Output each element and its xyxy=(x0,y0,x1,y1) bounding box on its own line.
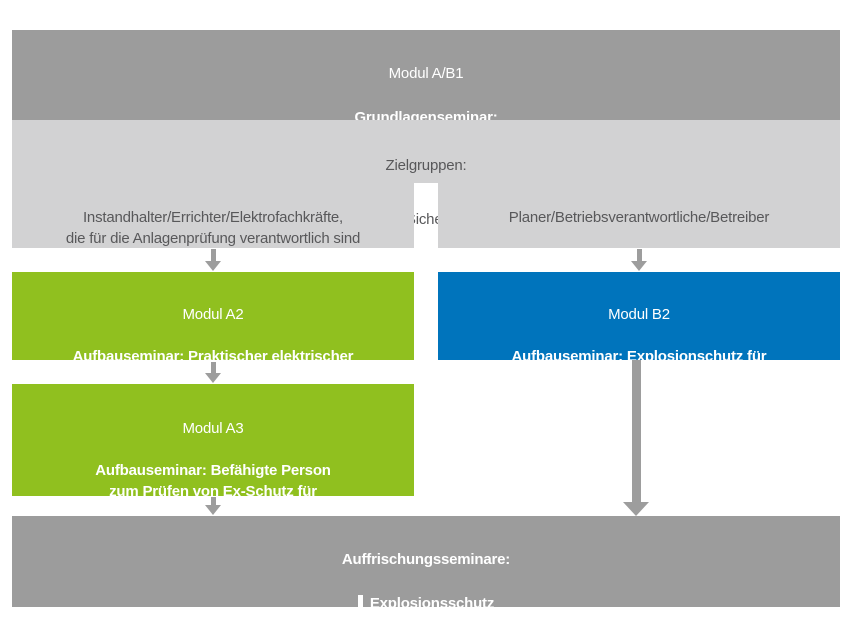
bullet-bar-icon xyxy=(357,595,363,610)
refresher-item-label: Explosionsschutz xyxy=(369,595,495,612)
arrow-down-icon xyxy=(205,249,221,271)
module-b2-box: Modul B2 Aufbauseminar: Explosionschutz … xyxy=(438,272,840,386)
target-group-left-label: Instandhalter/Errichter/Elektrofachkräft… xyxy=(65,209,361,247)
module-ab1-title: Modul A/B1 xyxy=(388,65,464,82)
arrow-down-icon xyxy=(205,497,221,515)
target-group-right-label: Planer/Betriebsverantwortliche/Betreiber xyxy=(508,209,770,226)
refresher-item: Explosionsschutz xyxy=(12,593,840,615)
target-group-right-box: Planer/Betriebsverantwortliche/Betreiber xyxy=(438,183,840,248)
module-a3-title: Modul A3 xyxy=(182,420,244,437)
target-groups-heading: Zielgruppen: xyxy=(385,157,467,174)
module-a3-box: Modul A3 Aufbauseminar: Befähigte Person… xyxy=(12,384,414,521)
arrow-down-icon xyxy=(623,360,649,516)
module-b2-description: Aufbauseminar: Explosionschutz für Betre… xyxy=(511,348,767,386)
target-groups-box: Zielgruppen: Fachkräfte für Arbeitssiche… xyxy=(12,120,840,228)
arrow-down-icon xyxy=(205,362,221,383)
target-group-left-box: Instandhalter/Errichter/Elektrofachkräft… xyxy=(12,183,414,248)
module-ab1-box: Modul A/B1 Grundlagenseminar: Explosions… xyxy=(12,30,840,148)
module-b2-title: Modul B2 xyxy=(608,306,670,323)
arrow-down-icon xyxy=(631,249,647,271)
refresher-seminars-title: Auffrischungsseminare: xyxy=(341,551,511,568)
module-a2-title: Modul A2 xyxy=(182,306,244,323)
module-a3-description: Aufbauseminar: Befähigte Person zum Prüf… xyxy=(95,462,331,521)
refresher-seminars-box: Auffrischungsseminare: Explosionsschutz … xyxy=(12,516,840,640)
module-a2-description: Aufbauseminar: Praktischer elektrischer … xyxy=(72,348,354,386)
module-a2-box: Modul A2 Aufbauseminar: Praktischer elek… xyxy=(12,272,414,386)
